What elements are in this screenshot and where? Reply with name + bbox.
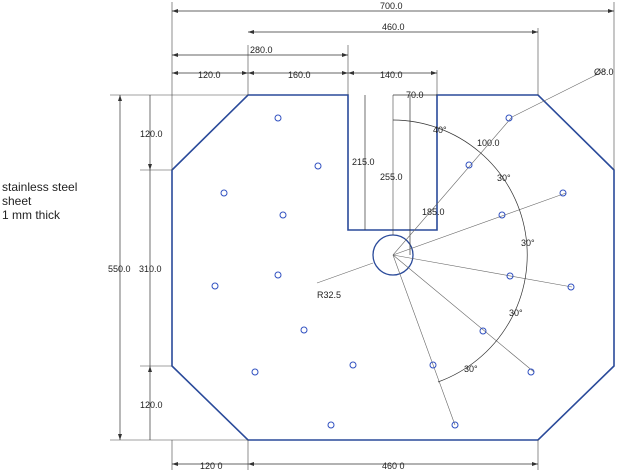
- dim-overall-height: 550.0: [108, 264, 131, 274]
- dim-left-edge-height: 310.0: [139, 264, 162, 274]
- dim-chamfer-top: 120.0: [198, 70, 221, 80]
- hole: [527, 368, 535, 376]
- dim-hole-diameter: Ø8.0: [594, 67, 614, 77]
- dim-overall-width: 700.0: [380, 1, 403, 11]
- hole: [479, 327, 487, 335]
- holes: [211, 114, 575, 429]
- hole: [505, 114, 513, 122]
- hole: [314, 162, 322, 170]
- hole: [274, 114, 282, 122]
- hole: [559, 189, 567, 197]
- dim-bottom-chamfer: 120 0: [200, 461, 223, 471]
- dim-slot-right-small: 70.0: [406, 90, 424, 100]
- dim-chamfer-left-bottom: 120.0: [140, 400, 163, 410]
- dim-slot-left-offset: 280.0: [250, 45, 273, 55]
- hole: [279, 211, 287, 219]
- hole: [300, 326, 308, 334]
- dim-center-radius: R32.5: [317, 290, 341, 300]
- hole: [274, 271, 282, 279]
- hole: [211, 282, 219, 290]
- dim-center-depth: 255.0: [380, 172, 403, 182]
- angle-label: 30°: [497, 173, 511, 183]
- dim-inner-width-top: 460.0: [382, 22, 405, 32]
- dim-slot-depth: 215.0: [352, 157, 375, 167]
- hole: [220, 189, 228, 197]
- dim-slot-right-segment: 140.0: [380, 70, 403, 80]
- hole: [429, 361, 437, 369]
- hole: [567, 283, 575, 291]
- dimension-lines: [119, 10, 614, 465]
- hole: [451, 421, 459, 429]
- material-note: stainless steel sheet 1 mm thick: [2, 180, 77, 222]
- arrow-heads: [118, 9, 614, 466]
- material-note-line2: sheet: [2, 194, 32, 208]
- angle-label: 30°: [464, 364, 478, 374]
- hole: [498, 211, 506, 219]
- dim-inner-radius: 185.0: [422, 207, 445, 217]
- hole: [327, 421, 335, 429]
- dim-chamfer-left-top: 120.0: [140, 129, 163, 139]
- radial-lines: [316, 69, 607, 426]
- angle-label: 30°: [509, 308, 523, 318]
- material-note-line3: 1 mm thick: [2, 208, 61, 222]
- hole: [349, 361, 357, 369]
- material-note-line1: stainless steel: [2, 180, 78, 194]
- dim-slot-width: 160.0: [288, 70, 311, 80]
- hole: [465, 161, 473, 169]
- angle-label: 30°: [521, 238, 535, 248]
- extension-lines: [110, 2, 615, 470]
- hole: [506, 272, 514, 280]
- angle-label: 40°: [433, 125, 447, 135]
- dim-bottom-width: 460 0: [382, 461, 405, 471]
- dim-outer-radius: 100.0: [477, 138, 500, 148]
- hole: [251, 368, 259, 376]
- angle-arc: [392, 119, 528, 383]
